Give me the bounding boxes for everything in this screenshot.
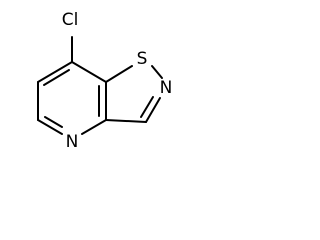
- bond-c7a-s: [105, 65, 133, 83]
- bond-c5-n4-inner: [44, 116, 63, 128]
- bond-c7-c6-inner: [43, 69, 70, 86]
- bond-n4-c3a: [81, 119, 107, 135]
- bond-c3-c3a: [105, 119, 147, 123]
- bond-s-n: [151, 65, 163, 79]
- bond-n-c3: [145, 97, 161, 123]
- bond-c5-n4: [37, 119, 63, 135]
- bond-n-c3-inner: [140, 96, 154, 118]
- chlorine-atom-label: Cl: [62, 10, 79, 30]
- pyridine-nitrogen-atom-label: N: [66, 132, 79, 152]
- isothiazole-nitrogen-atom-label: N: [160, 78, 173, 98]
- sulfur-atom-label: S: [137, 49, 148, 69]
- bonds: [37, 36, 163, 135]
- bond-c7-c6: [37, 61, 73, 83]
- bond-c7a-c7: [71, 61, 107, 83]
- chemical-structure-diagram: Cl S N N: [37, 10, 173, 152]
